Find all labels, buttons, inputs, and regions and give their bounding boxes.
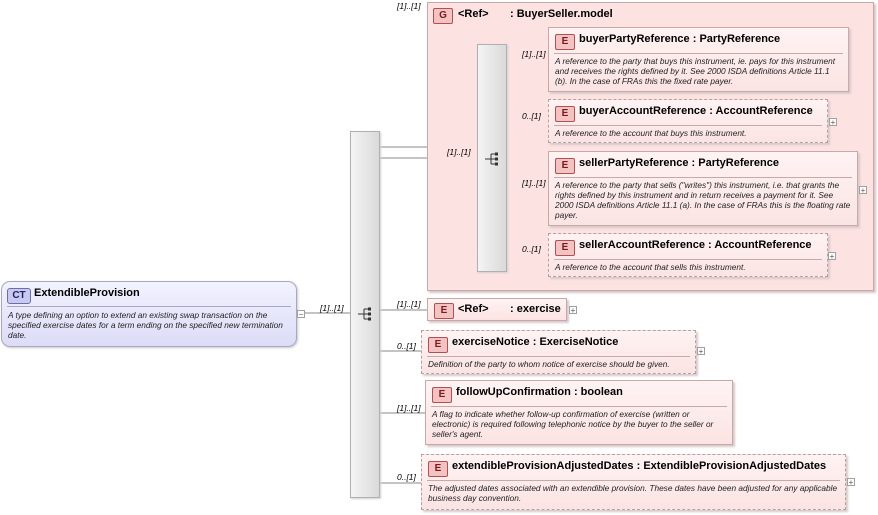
element-multiplicity: 0..[1] [522,111,541,121]
expand-icon[interactable]: + [829,118,837,127]
element-ref-label: <Ref> [458,303,489,315]
element-name: buyerPartyReference : PartyReference [579,33,781,45]
element-description: A flag to indicate whether follow-up con… [432,409,714,439]
element-description: A reference to the account that sells th… [555,262,746,272]
element-multiplicity: [1]..[1] [522,178,546,188]
divider [427,480,840,481]
divider [554,125,822,126]
element-description: Definition of the party to whom notice o… [428,359,670,369]
element-name: followUpConfirmation : boolean [456,386,623,398]
element-badge: E [428,461,448,477]
element-description: A reference to the party that buys this … [555,56,836,86]
element-description: A reference to the party that sells ("wr… [555,180,851,220]
complex-type-description: A type defining an option to extend an e… [8,310,283,340]
element-badge: E [428,337,448,353]
element-description: A reference to the account that buys thi… [555,128,747,138]
group-multiplicity: [1]..[1] [397,1,421,11]
element-extendible-provision-adjusted-dates[interactable]: E extendibleProvisionAdjustedDates : Ext… [421,454,846,510]
divider [431,406,727,407]
expand-icon[interactable]: + [847,478,855,487]
divider [554,259,822,260]
element-name: : exercise [510,303,561,315]
element-badge: E [555,106,575,122]
complex-type-badge: CT [7,288,31,304]
divider [7,306,291,307]
element-name: buyerAccountReference : AccountReference [579,105,813,117]
element-description: The adjusted dates associated with an ex… [428,483,838,503]
element-name: sellerPartyReference : PartyReference [579,157,779,169]
divider [554,177,852,178]
element-follow-up-confirmation[interactable]: E followUpConfirmation : boolean A flag … [425,380,733,445]
sequence-icon [358,307,371,321]
element-multiplicity: [1]..[1] [397,299,421,309]
element-multiplicity: [1]..[1] [397,403,421,413]
expand-icon[interactable]: + [569,306,577,315]
inner-sequence-compositor[interactable] [477,44,507,272]
element-exercise-notice[interactable]: E exerciseNotice : ExerciseNotice Defini… [421,330,696,374]
element-multiplicity: 0..[1] [397,472,416,482]
expand-icon[interactable]: + [697,347,705,356]
collapse-icon[interactable]: − [297,310,305,319]
complex-type-name: ExtendibleProvision [34,287,140,299]
expand-icon[interactable]: + [859,186,867,195]
element-multiplicity: 0..[1] [522,244,541,254]
element-seller-party-reference[interactable]: E sellerPartyReference : PartyReference … [548,151,858,226]
element-badge: E [555,240,575,256]
element-name: extendibleProvisionAdjustedDates : Exten… [452,460,827,472]
group-name: : BuyerSeller.model [510,8,613,20]
complex-type-extendible-provision[interactable]: CT ExtendibleProvision A type defining a… [1,281,297,347]
group-badge: G [433,8,453,24]
element-buyer-account-reference[interactable]: E buyerAccountReference : AccountReferen… [548,99,828,143]
element-seller-account-reference[interactable]: E sellerAccountReference : AccountRefere… [548,233,828,277]
group-ref-label: <Ref> [458,8,489,20]
element-name: exerciseNotice : ExerciseNotice [452,336,619,348]
sequence-icon [485,152,498,166]
element-exercise-ref[interactable]: E <Ref> : exercise [427,298,567,321]
divider [427,356,690,357]
root-sequence-multiplicity: [1]..[1] [320,303,344,313]
element-multiplicity: [1]..[1] [522,49,546,59]
root-sequence-compositor[interactable] [350,131,380,498]
element-badge: E [555,158,575,174]
divider [554,53,843,54]
element-badge: E [434,303,454,319]
expand-icon[interactable]: + [828,252,836,261]
element-multiplicity: 0..[1] [397,341,416,351]
element-badge: E [555,34,575,50]
element-badge: E [432,387,452,403]
element-buyer-party-reference[interactable]: E buyerPartyReference : PartyReference A… [548,27,849,92]
element-name: sellerAccountReference : AccountReferenc… [579,239,812,251]
inner-sequence-multiplicity: [1]..[1] [447,147,471,157]
